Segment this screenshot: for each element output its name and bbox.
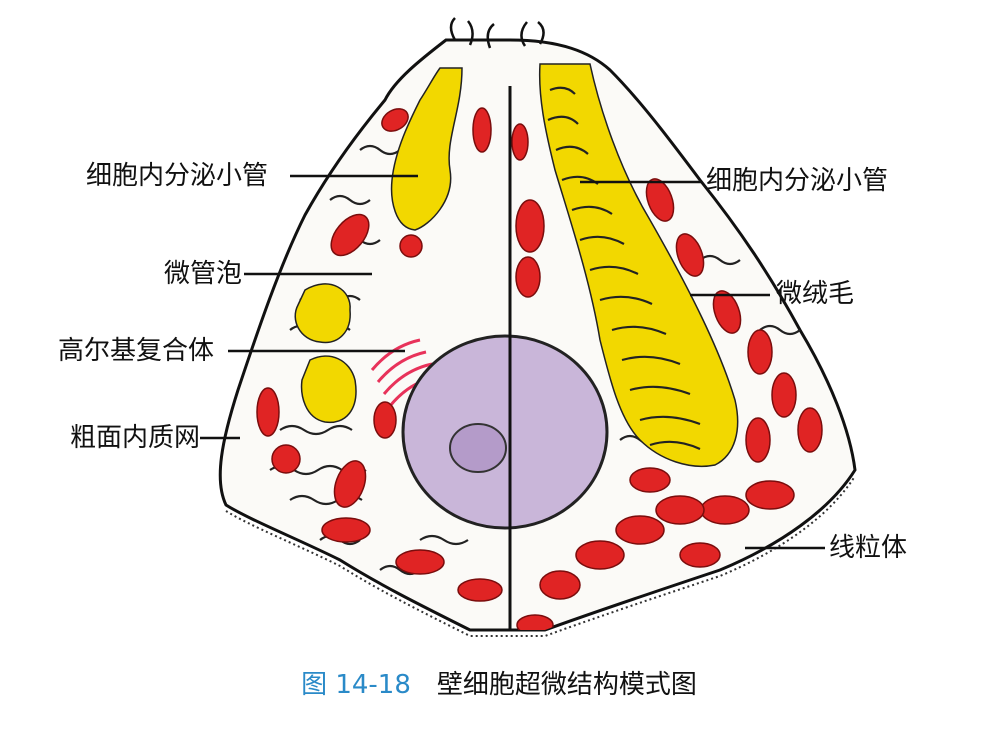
secretory-canaliculus-left-shape: [294, 67, 463, 424]
label-tubulovesicle: 微管泡: [164, 259, 243, 289]
nucleus: [401, 334, 609, 530]
leader-lines: [200, 174, 825, 550]
label-mitochondrion: 线粒体: [829, 533, 908, 563]
label-rough-er: 粗面内质网: [70, 423, 201, 453]
figure-caption: 图 14-18 壁细胞超微结构模式图: [0, 672, 998, 698]
label-secretory-canaliculus-left: 细胞内分泌小管: [86, 161, 269, 191]
secretory-canaliculus-right-shape: [538, 63, 739, 467]
figure-number: 图 14-18: [301, 670, 411, 700]
label-microvilli: 微绒毛: [776, 279, 855, 309]
mitochondria: [256, 107, 823, 630]
figure-title: 壁细胞超微结构模式图: [436, 670, 697, 700]
label-golgi-complex: 高尔基复合体: [58, 336, 215, 366]
cell-body: [218, 17, 857, 637]
label-secretory-canaliculus-right: 细胞内分泌小管: [706, 166, 889, 196]
